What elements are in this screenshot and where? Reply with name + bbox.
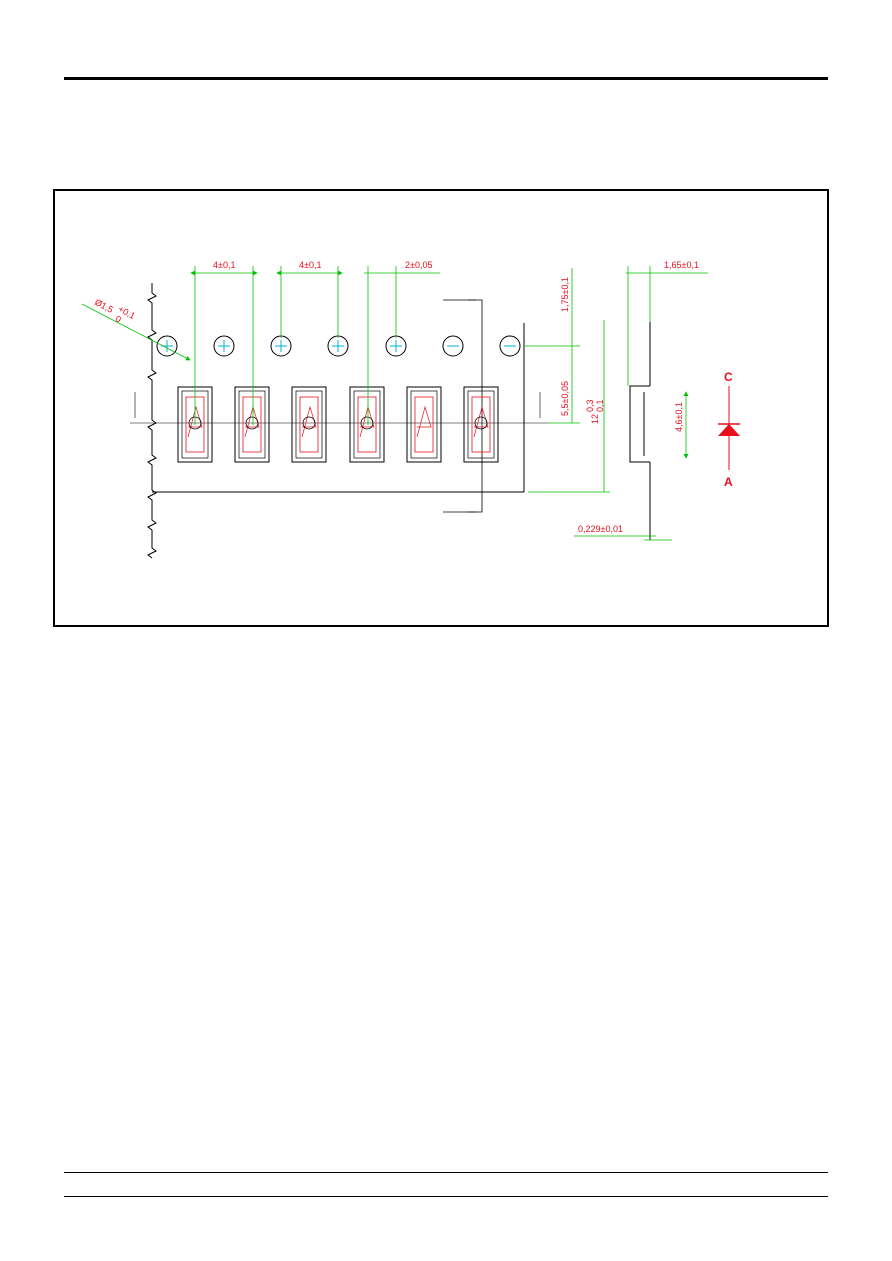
component-length-dim: 4,6±0,1 <box>674 402 684 432</box>
hole-to-center-dim: 5,5±0,05 <box>560 381 570 416</box>
hole-dia-tol-minus: 0 <box>114 314 123 325</box>
cathode-label: C <box>724 370 733 384</box>
pocket <box>406 386 442 463</box>
sprocket-hole <box>327 335 349 357</box>
tape-width-tol-minus: 0,1 <box>595 399 605 412</box>
pocket <box>234 386 270 463</box>
pocket-depth-dim: 1,65±0,1 <box>664 260 699 270</box>
vertical-dim-lines <box>524 268 610 493</box>
diode-symbol-icon <box>718 386 740 470</box>
pitch-dim-2: 4±0,1 <box>299 260 321 270</box>
sprocket-hole <box>499 335 521 357</box>
pitch-dim-3: 2±0,05 <box>405 260 432 270</box>
tape-width-dim: 12 <box>590 414 600 424</box>
pitch-extension-lines <box>190 266 440 425</box>
tape-width-tol-plus: 0,3 <box>585 399 595 412</box>
footer-rule-1 <box>64 1172 828 1173</box>
sprocket-hole <box>270 335 292 357</box>
footer-rule-2 <box>64 1196 828 1197</box>
section-marker <box>443 299 483 513</box>
drawing-frame <box>53 189 829 627</box>
hole-dia-dim: Ø1,5 <box>93 297 115 315</box>
sprocket-hole <box>213 335 235 357</box>
sprocket-hole <box>385 335 407 357</box>
hole-dia-leader <box>81 303 191 361</box>
sprocket-hole <box>156 335 178 357</box>
pocket <box>349 386 385 463</box>
tape-cross-section <box>629 322 651 540</box>
sprocket-hole <box>442 335 464 357</box>
edge-to-hole-dim: 1,75±0,1 <box>560 277 570 312</box>
header-rule <box>64 77 828 80</box>
tape-thickness-dim: 0,229±0,01 <box>578 524 623 534</box>
pocket <box>291 386 327 463</box>
pitch-dim-1: 4±0,1 <box>213 260 235 270</box>
sprocket-holes <box>156 335 521 357</box>
tape-break-line <box>147 283 157 559</box>
pocket <box>463 386 499 463</box>
anode-label: A <box>724 475 733 489</box>
